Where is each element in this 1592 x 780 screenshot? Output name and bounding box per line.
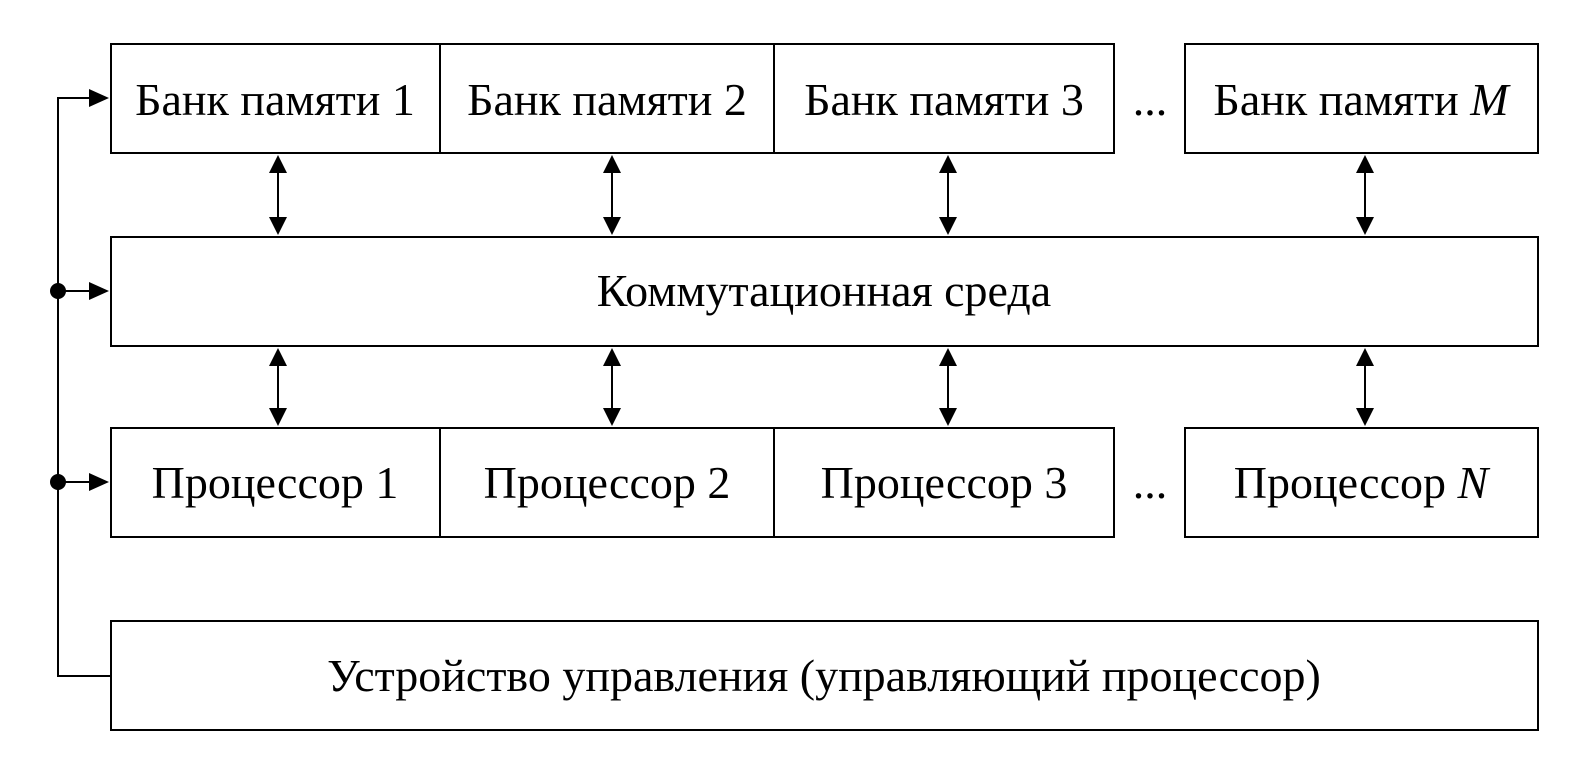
memory-bank-2-box: [439, 43, 775, 154]
junction-dot-icon: [50, 474, 66, 490]
bidirectional-arrow-icon: [939, 348, 957, 426]
junction-dot-icon: [50, 283, 66, 299]
memory-bank-m-box: [1184, 43, 1539, 154]
bidirectional-arrow-icon: [1356, 155, 1374, 235]
control-unit: Устройство управления (управляющий проце…: [110, 620, 1539, 731]
processor-3-box: [773, 427, 1115, 538]
memory-bank-m-label: Банк памяти M: [1213, 74, 1511, 125]
memory-bank-1-label: Банк памяти 1: [135, 74, 415, 125]
control-bus: [50, 89, 111, 677]
processor-1-box: [110, 427, 441, 538]
processor-n-label: Процессор N: [1234, 457, 1491, 508]
processor-ellipsis: ...: [1133, 457, 1168, 508]
memory-bank-ellipsis: ...: [1133, 74, 1168, 125]
control-unit-label: Устройство управления (управляющий проце…: [327, 650, 1321, 701]
bidirectional-arrow-icon: [269, 155, 287, 235]
memory-bank-2-label: Банк памяти 2: [467, 74, 747, 125]
memory-bank-1-box: [110, 43, 441, 154]
bidirectional-arrow-icon: [269, 348, 287, 426]
fabric-processor-links: [269, 348, 1374, 426]
memory-fabric-links: [269, 155, 1374, 235]
control-unit-box: [110, 620, 1539, 731]
processor-2-label: Процессор 2: [484, 457, 731, 508]
memory-bank-3-box: [773, 43, 1115, 154]
control-bus-line: [57, 97, 111, 677]
memory-bank-row: Банк памяти 1 Банк памяти 2 Банк памяти …: [110, 43, 1539, 154]
bidirectional-arrow-icon: [1356, 348, 1374, 426]
switch-fabric-box: [110, 236, 1539, 347]
bidirectional-arrow-icon: [939, 155, 957, 235]
bidirectional-arrow-icon: [603, 348, 621, 426]
processor-row: Процессор 1 Процессор 2 Процессор 3 Проц…: [110, 427, 1539, 538]
arrow-right-icon: [89, 473, 109, 491]
processor-n-box: [1184, 427, 1539, 538]
arrow-right-icon: [89, 89, 109, 107]
switch-fabric-label: Коммутационная среда: [597, 265, 1051, 316]
processor-3-label: Процессор 3: [821, 457, 1068, 508]
bidirectional-arrow-icon: [603, 155, 621, 235]
arrow-right-icon: [89, 282, 109, 300]
processor-1-label: Процессор 1: [152, 457, 399, 508]
switch-fabric: Коммутационная среда: [110, 236, 1539, 347]
processor-2-box: [439, 427, 775, 538]
memory-bank-3-label: Банк памяти 3: [804, 74, 1084, 125]
